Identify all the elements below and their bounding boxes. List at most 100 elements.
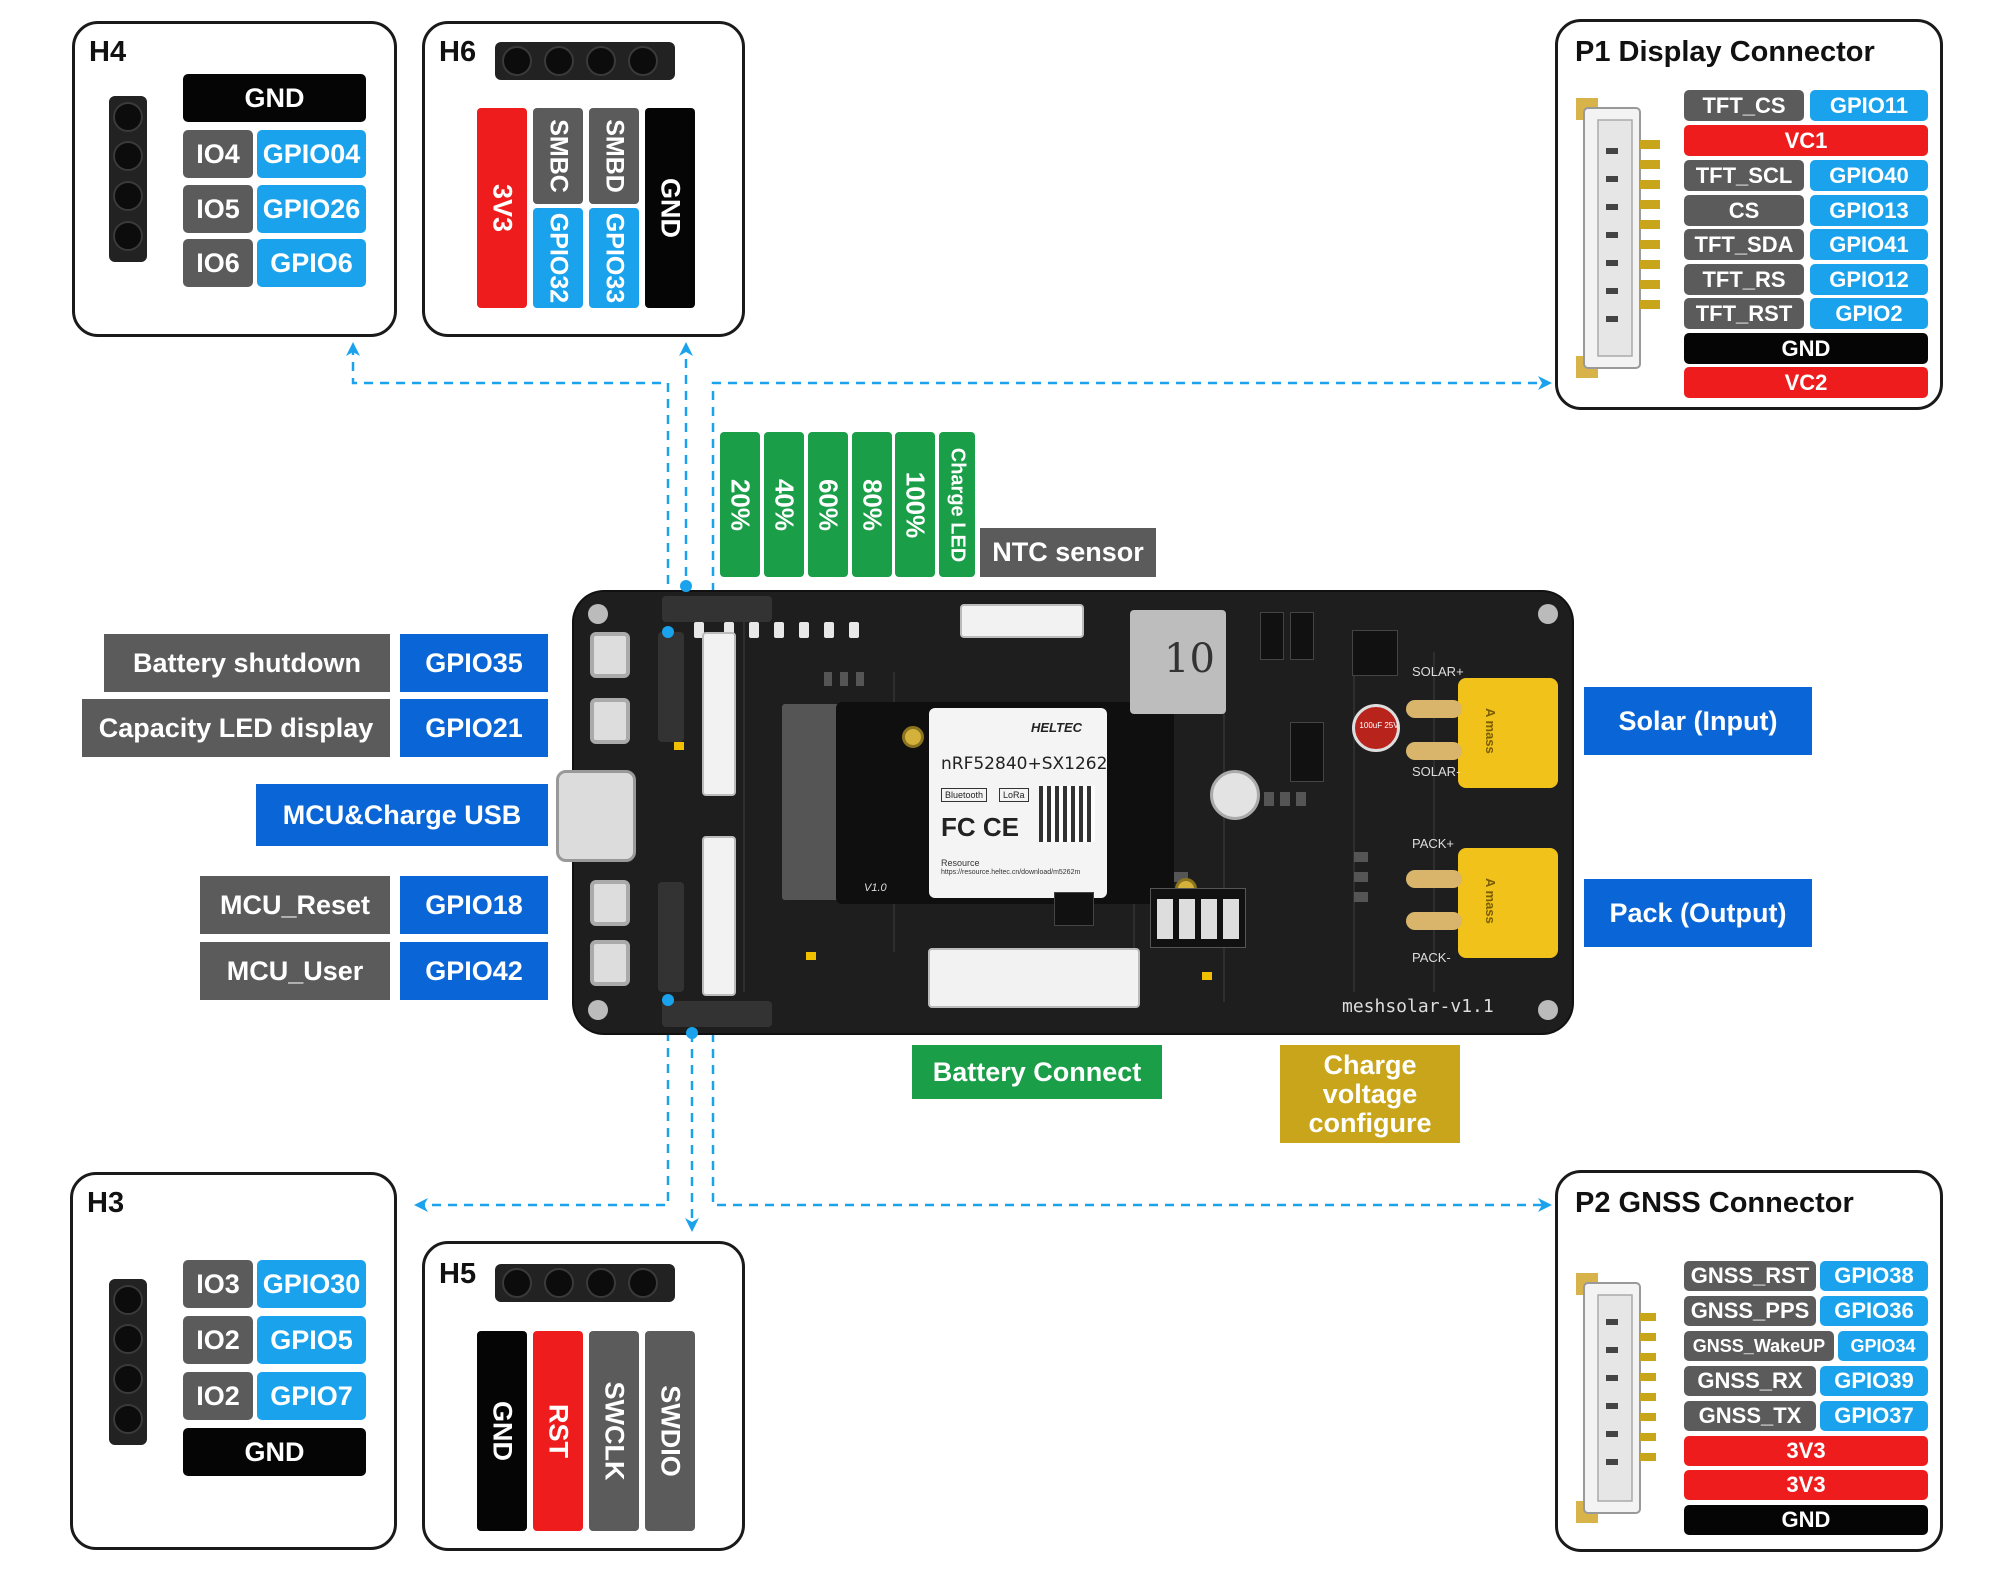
usb-c-port[interactable]: [556, 770, 636, 862]
solar-xt-connector: A mass: [1458, 678, 1558, 788]
p2-gpio37: GPIO37: [1820, 1401, 1928, 1431]
p1-vc1: VC1: [1684, 125, 1928, 156]
h6-title: H6: [439, 36, 477, 68]
p1-tft-rst: TFT_RST: [1684, 298, 1804, 329]
p2-3v3-b: 3V3: [1684, 1470, 1928, 1500]
p2-gnss-wakeup: GNSS_WakeUP: [1684, 1331, 1834, 1361]
p1-gnd: GND: [1684, 333, 1928, 364]
h3-panel: H3 IO3 GPIO30 IO2 GPIO5 IO2 GPIO7 GND: [70, 1172, 397, 1550]
p2-title: P2 GNSS Connector: [1575, 1187, 1854, 1219]
gnss-connector-icon: [1576, 1273, 1656, 1523]
mcu-reset-button[interactable]: [590, 880, 630, 926]
h3-io-2: IO2: [183, 1316, 253, 1364]
p2-gnd: GND: [1684, 1505, 1928, 1535]
h4-title: H4: [89, 36, 127, 68]
ic-chip-3: [1290, 612, 1314, 660]
h4-gpio-3: GPIO6: [257, 239, 366, 287]
h5-pin-swclk: SWCLK: [589, 1331, 639, 1531]
silk-pack-plus: PACK+: [1412, 836, 1455, 851]
ic-chip-5: [1054, 892, 1094, 926]
antenna-connector-icon: [902, 726, 924, 748]
dot-h5: [686, 1027, 698, 1039]
silk-solar-plus: SOLAR+: [1412, 664, 1464, 679]
h5-panel: H5 GND RST SWCLK SWDIO: [422, 1241, 745, 1551]
h5-pin-rst: RST: [533, 1331, 583, 1531]
silk-board-name: meshsolar-v1.1: [1342, 996, 1494, 1017]
pack-pin-2: [1406, 912, 1462, 930]
fcc-ce-icon: FC CE: [941, 812, 1019, 842]
h5-title: H5: [439, 1258, 477, 1290]
p1-tft-scl: TFT_SCL: [1684, 160, 1804, 191]
solar-amass: A mass: [1483, 708, 1498, 754]
solar-input-label: Solar (Input): [1584, 687, 1812, 755]
p1-gpio11: GPIO11: [1810, 90, 1928, 121]
battery-shutdown-button[interactable]: [590, 632, 630, 678]
dip-switch[interactable]: [1150, 888, 1246, 948]
h3-io-1: IO3: [183, 1260, 253, 1308]
board-h3-header: [658, 882, 684, 992]
h6-pin-smbc: SMBC: [533, 108, 583, 204]
pack-pin-1: [1406, 870, 1462, 888]
h4-header-icon: [109, 96, 147, 262]
bluetooth-tag: Bluetooth: [941, 788, 988, 802]
battery-connect-label: Battery Connect: [912, 1045, 1162, 1099]
battery-shutdown-gpio: GPIO35: [400, 634, 548, 692]
charge-led-label: Charge LED: [939, 432, 975, 577]
h4-gnd: GND: [183, 74, 366, 122]
h4-io-1: IO4: [183, 130, 253, 178]
p1-gpio40: GPIO40: [1810, 160, 1928, 191]
h6-pin-gpio32: GPIO32: [533, 208, 583, 308]
h5-header-icon: [495, 1264, 675, 1302]
h3-gpio-3: GPIO7: [257, 1372, 366, 1420]
p2-gnss-rst: GNSS_RST: [1684, 1261, 1816, 1291]
charge-led-80: 80%: [852, 432, 892, 577]
module-url: https://resource.heltec.cn/download/m526…: [941, 869, 1081, 876]
pack-amass: A mass: [1483, 878, 1498, 924]
p2-gpio38: GPIO38: [1820, 1261, 1928, 1291]
rf-module-shield: HELTEC nRF52840+SX1262 Bluetooth LoRa FC…: [929, 708, 1107, 898]
module-brand: HELTEC: [1031, 720, 1083, 735]
solar-pin-1: [1406, 700, 1462, 718]
h4-io-3: IO6: [183, 239, 253, 287]
p1-display-connector: [702, 632, 736, 796]
mcu-user-button[interactable]: [590, 940, 630, 986]
usb-label: MCU&Charge USB: [256, 784, 548, 846]
p2-gnss-tx: GNSS_TX: [1684, 1401, 1816, 1431]
h5-pin-gnd: GND: [477, 1331, 527, 1531]
dot-h4: [662, 626, 674, 638]
charge-led-20: 20%: [720, 432, 760, 577]
h4-gpio-1: GPIO04: [257, 130, 366, 178]
mcu-user-gpio: GPIO42: [400, 942, 548, 1000]
solar-pin-2: [1406, 742, 1462, 760]
p1-gpio12: GPIO12: [1810, 264, 1928, 295]
capacity-led-button[interactable]: [590, 698, 630, 744]
pack-output-label: Pack (Output): [1584, 879, 1812, 947]
h4-panel: H4 GND IO4 GPIO04 IO5 GPIO26 IO6 GPIO6: [72, 21, 397, 337]
h3-gpio-2: GPIO5: [257, 1316, 366, 1364]
p1-gpio2: GPIO2: [1810, 298, 1928, 329]
battery-shutdown-label: Battery shutdown: [104, 634, 390, 692]
h6-panel: H6 3V3 SMBC GPIO32 SMBD GPIO33 GND: [422, 21, 745, 337]
h4-io-2: IO5: [183, 185, 253, 233]
capacity-led-label: Capacity LED display: [82, 699, 390, 757]
module-chip-text: nRF52840+SX1262: [941, 754, 1108, 774]
p1-gpio13: GPIO13: [1810, 195, 1928, 226]
dot-h6: [680, 580, 692, 592]
p2-gnss-connector: [702, 836, 736, 996]
inductor-label: 10: [1164, 636, 1215, 682]
p1-tft-cs: TFT_CS: [1684, 90, 1804, 121]
cap-label: 100uF 25V: [1359, 721, 1399, 730]
battery-connector: [928, 948, 1140, 1008]
ic-chip-4: [1290, 722, 1324, 782]
ntc-sensor-label: NTC sensor: [980, 528, 1156, 577]
h6-pin-smbd: SMBD: [589, 108, 639, 204]
silk-solar-minus: SOLAR-: [1412, 764, 1461, 779]
p1-tft-rs: TFT_RS: [1684, 264, 1804, 295]
ntc-connector: [960, 604, 1084, 638]
h6-pin-gnd: GND: [645, 108, 695, 308]
charge-led-100: 100%: [895, 432, 935, 577]
pack-xt-connector: A mass: [1458, 848, 1558, 958]
pcb-board: HELTEC nRF52840+SX1262 Bluetooth LoRa FC…: [556, 592, 1572, 1033]
p2-gnss-pps: GNSS_PPS: [1684, 1296, 1816, 1326]
charge-led-40: 40%: [764, 432, 804, 577]
